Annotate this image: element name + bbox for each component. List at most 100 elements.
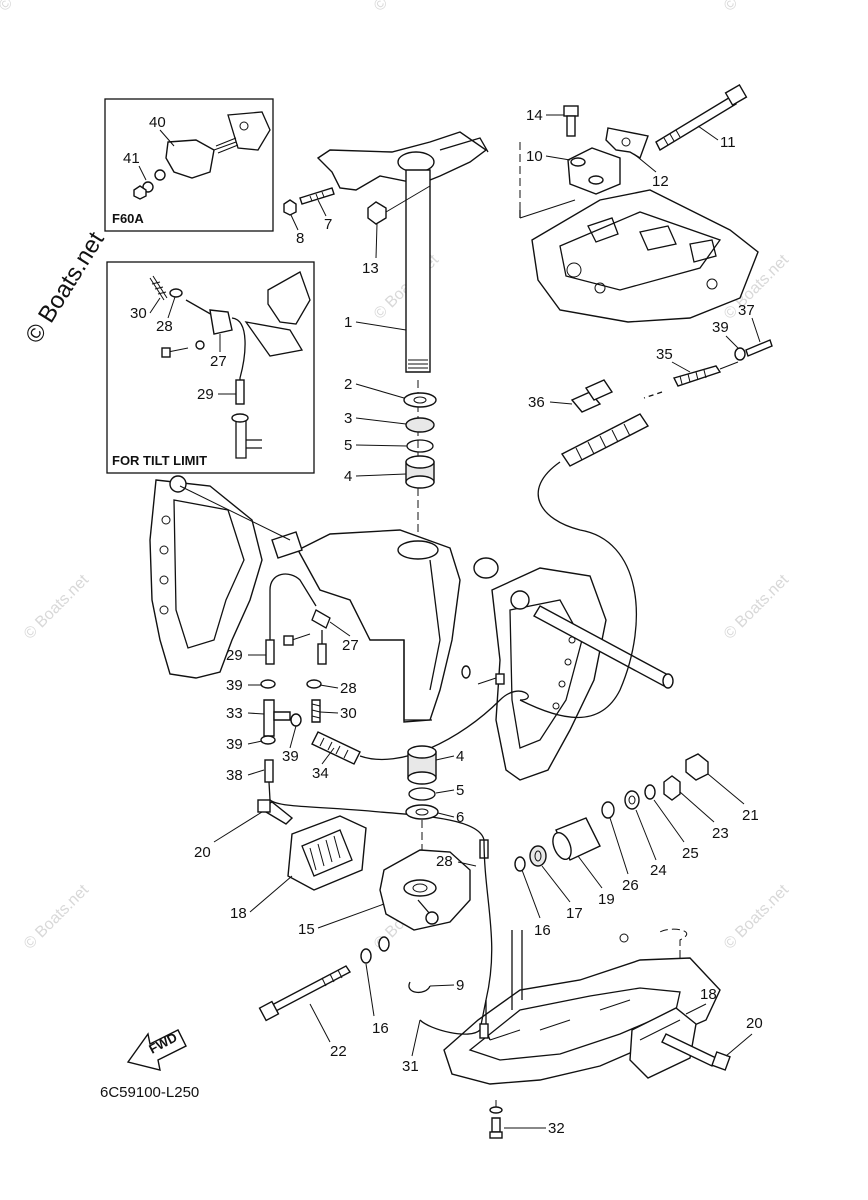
leader: [319, 711, 339, 714]
leader: [633, 153, 657, 173]
callout-7: 7: [324, 216, 332, 233]
callout-30: 30: [130, 305, 147, 322]
clamp-brackets: [149, 475, 674, 781]
inset-frame: [104, 98, 274, 232]
leader: [609, 817, 629, 875]
leader: [319, 684, 339, 689]
leader: [435, 789, 455, 794]
washer-16b: [514, 856, 526, 872]
callout-37: 37: [738, 302, 755, 319]
clamp-bracket-right: [491, 567, 607, 781]
washer-17: [529, 845, 547, 867]
leader: [725, 1033, 753, 1057]
callout-27: 27: [210, 353, 227, 370]
watermark-text: © Boats.net: [371, 0, 443, 15]
callout-18-right: 18: [700, 986, 717, 1003]
plate-12: [605, 127, 649, 160]
callout-22: 22: [330, 1043, 347, 1060]
leader: [577, 855, 603, 889]
leader: [545, 155, 571, 161]
callout-30-main: 30: [340, 705, 357, 722]
leader: [429, 984, 455, 987]
callout-14: 14: [526, 107, 543, 124]
callout-13: 13: [362, 260, 379, 277]
leader: [541, 865, 571, 903]
callout-35: 35: [656, 346, 673, 363]
inset-tilt-limit: FOR TILT LIMIT 30 28 27 29: [106, 261, 315, 474]
hole: [154, 169, 166, 181]
leader: [329, 621, 351, 637]
callout-29: 29: [197, 386, 214, 403]
leader: [138, 165, 147, 181]
watermark-main: © Boats.net: [20, 227, 110, 348]
leader: [247, 769, 265, 776]
callout-21: 21: [742, 807, 759, 824]
callout-40: 40: [149, 114, 166, 131]
leader: [635, 809, 657, 861]
watermark-text: © Boats.net: [721, 881, 793, 953]
callout-1: 1: [344, 314, 352, 331]
washer-24: [624, 790, 640, 810]
leader: [249, 875, 293, 913]
leader: [437, 812, 455, 818]
bolt-20b: [661, 1033, 717, 1067]
callout-8: 8: [296, 230, 304, 247]
callout-27-main: 27: [342, 637, 359, 654]
callout-19: 19: [598, 891, 615, 908]
bracket-40: [165, 139, 215, 179]
bolt-11: [655, 95, 737, 151]
washer-25: [644, 784, 656, 800]
hose-end: [235, 379, 245, 405]
callout-28: 28: [156, 318, 173, 335]
washer-6: [405, 804, 439, 820]
watermark-layer: © Boats.net © Boats.net © Boats.net © Bo…: [0, 0, 793, 953]
callout-3: 3: [344, 410, 352, 427]
leader: [355, 417, 407, 425]
callout-39-right: 39: [282, 748, 299, 765]
bushing-3: [405, 417, 435, 433]
leader: [167, 296, 176, 319]
callout-36: 36: [528, 394, 545, 411]
callouts: 1 2 3 5 4 7 8 13 14 10 12 11 37: [194, 107, 763, 1137]
callout-20-left: 20: [194, 844, 211, 861]
oring-5: [406, 439, 434, 453]
fwd-arrow-shape: [126, 1029, 187, 1071]
swivel-bracket: [297, 529, 461, 723]
tee-33: [263, 699, 275, 737]
leader: [725, 335, 739, 349]
bracket-group-top: [563, 83, 748, 195]
callout-10: 10: [526, 148, 543, 165]
leader: [411, 1019, 421, 1057]
leader: [355, 321, 407, 331]
callout-39-top: 39: [712, 319, 729, 336]
inset-f60a-label: F60A: [112, 211, 144, 226]
leader: [521, 869, 541, 919]
callout-38: 38: [226, 767, 243, 784]
callout-2: 2: [344, 376, 352, 393]
upper-bushings: [403, 392, 437, 489]
leader: [435, 755, 455, 761]
fwd-arrow: FWD: [126, 1029, 187, 1071]
leader: [290, 214, 299, 231]
callout-18-left: 18: [230, 905, 247, 922]
leader: [247, 712, 265, 715]
leader: [751, 317, 761, 343]
callout-34: 34: [312, 765, 329, 782]
callout-29-main: 29: [226, 647, 243, 664]
stud: [213, 141, 237, 151]
leader: [317, 903, 385, 929]
callout-39-left: 39: [226, 677, 243, 694]
watermark-text: © Boats.net: [721, 0, 793, 15]
leader: [365, 963, 375, 1017]
washer-16a: [360, 948, 372, 964]
nut-21: [685, 753, 709, 781]
callout-31: 31: [402, 1058, 419, 1075]
washer-2: [403, 392, 437, 408]
callout-26: 26: [622, 877, 639, 894]
leader: [321, 747, 335, 765]
clip-39-cable: [734, 347, 746, 361]
callout-9: 9: [456, 977, 464, 994]
callout-41: 41: [123, 150, 140, 167]
callout-23: 23: [712, 825, 729, 842]
